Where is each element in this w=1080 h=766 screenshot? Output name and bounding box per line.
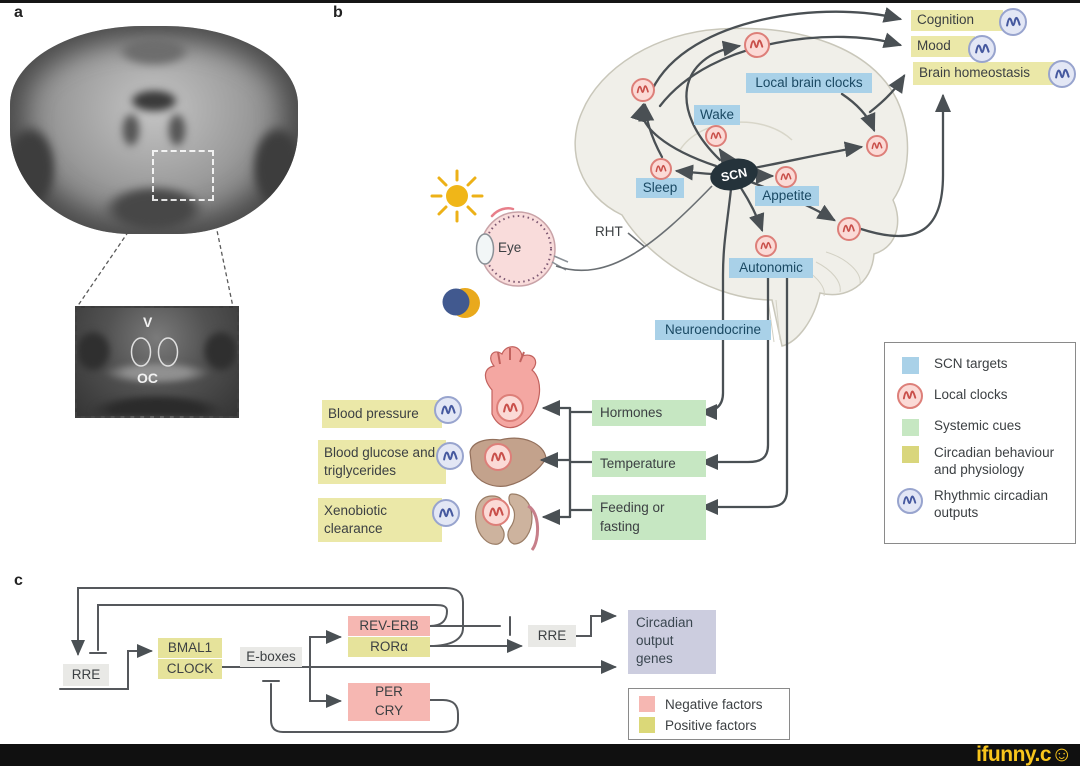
gene-box-eboxes: E-boxes <box>240 647 302 667</box>
label-hormones: Hormones <box>592 400 706 426</box>
rhythmic-icon-blood-pressure <box>434 396 462 424</box>
legend-scn-targets: SCN targets <box>934 356 1008 371</box>
label-sleep: Sleep <box>636 178 684 198</box>
mri-coronal-scan <box>10 26 298 234</box>
legend-systemic-cues: Systemic cues <box>934 418 1022 433</box>
legend-negative-factors: Negative factors <box>665 696 763 712</box>
rht-tract-line <box>555 185 713 272</box>
rhythmic-icon-blood-glucose <box>436 442 464 470</box>
local-clock-icon-top <box>744 32 770 58</box>
local-clock-icon-kidney <box>482 498 510 526</box>
local-clock-icon-appetite <box>775 166 797 188</box>
panel-b-arrows <box>539 7 952 526</box>
rhythmic-icon-cognition <box>999 8 1027 36</box>
local-clock-icon-liver <box>484 443 512 471</box>
rht-label: RHT <box>595 224 623 239</box>
legend-swatch-scn-targets <box>901 357 919 374</box>
panel-c-label: c <box>14 572 23 589</box>
mri-roi-box <box>152 150 214 201</box>
label-blood-pressure: Blood pressure <box>322 400 442 428</box>
legend-rhythmic-icon <box>897 487 923 514</box>
legend-swatch-circadian-behaviour <box>901 446 919 463</box>
panel-b-label: b <box>333 4 343 21</box>
local-clock-icon-occipital <box>866 135 888 157</box>
gene-box-rora: RORα <box>348 637 430 657</box>
label-appetite: Appetite <box>755 186 819 206</box>
bottom-watermark-bar: ifunny.c☺ <box>0 744 1080 766</box>
label-wake: Wake <box>694 105 740 125</box>
moon-icon <box>442 288 480 318</box>
legend-panel-b: SCN targets Local clocks Systemic cues C… <box>884 342 1076 544</box>
inset-oc-label: OC <box>137 370 158 386</box>
label-mood: Mood <box>911 36 975 57</box>
rhythmic-icon-mood <box>968 35 996 63</box>
eye-icon <box>475 207 569 287</box>
gene-box-cry: CRY <box>348 702 430 721</box>
legend-swatch-positive <box>639 717 655 733</box>
panel-c-lines <box>59 587 617 733</box>
rhythmic-icon-xenobiotic <box>432 499 460 527</box>
top-letterbox-bar <box>0 0 1080 3</box>
gene-box-bmal1: BMAL1 <box>158 638 222 658</box>
sun-icon <box>430 169 484 223</box>
gene-box-per: PER <box>348 683 430 702</box>
local-clock-icon-cerebellum <box>837 217 861 241</box>
ifunny-watermark: ifunny.c☺ <box>976 743 1072 766</box>
label-autonomic: Autonomic <box>729 258 813 278</box>
legend-rhythmic-outputs: Rhythmic circadian outputs <box>934 487 1049 520</box>
legend-positive-factors: Positive factors <box>665 717 757 733</box>
rhythmic-icon-brain-homeostasis <box>1048 60 1076 88</box>
legend-swatch-systemic-cues <box>901 419 919 436</box>
gene-box-rre-right: RRE <box>528 625 576 647</box>
inset-v-label: V <box>143 314 153 330</box>
legend-circadian-behaviour: Circadian behaviour and physiology <box>934 445 1055 477</box>
label-neuroendocrine: Neuroendocrine <box>655 320 771 340</box>
mri-inset-zoom: V OC <box>75 306 239 418</box>
local-clock-icon-autonomic <box>755 235 777 257</box>
label-cognition: Cognition <box>911 10 1003 31</box>
label-temperature: Temperature <box>592 451 706 477</box>
gene-box-rre-left: RRE <box>63 664 109 686</box>
label-brain-homeostasis: Brain homeostasis <box>913 62 1055 85</box>
legend-local-clock-icon <box>897 383 923 409</box>
legend-swatch-negative <box>639 696 655 712</box>
legend-local-clocks: Local clocks <box>934 387 1008 402</box>
smiley-icon: ☺ <box>1051 743 1072 766</box>
label-blood-glucose: Blood glucose and triglycerides <box>318 440 446 484</box>
label-feeding-fasting: Feeding or fasting <box>592 495 706 540</box>
legend-panel-c: Negative factors Positive factors <box>628 688 790 740</box>
local-clock-icon-heart <box>496 394 524 422</box>
gene-box-clock: CLOCK <box>158 659 222 679</box>
local-clock-icon-wake <box>705 125 727 147</box>
panel-a-label: a <box>14 4 23 21</box>
eye-label: Eye <box>498 240 522 255</box>
local-clock-icon-frontal <box>631 78 655 102</box>
scn-ellipse-outlines <box>130 337 179 367</box>
label-local-brain-clocks: Local brain clocks <box>746 73 872 93</box>
gene-box-reverb: REV-ERB <box>348 616 430 636</box>
label-xenobiotic-clearance: Xenobiotic clearance <box>318 498 442 542</box>
local-clock-icon-sleep <box>650 158 672 180</box>
box-circadian-output-genes: Circadian output genes <box>628 610 716 674</box>
